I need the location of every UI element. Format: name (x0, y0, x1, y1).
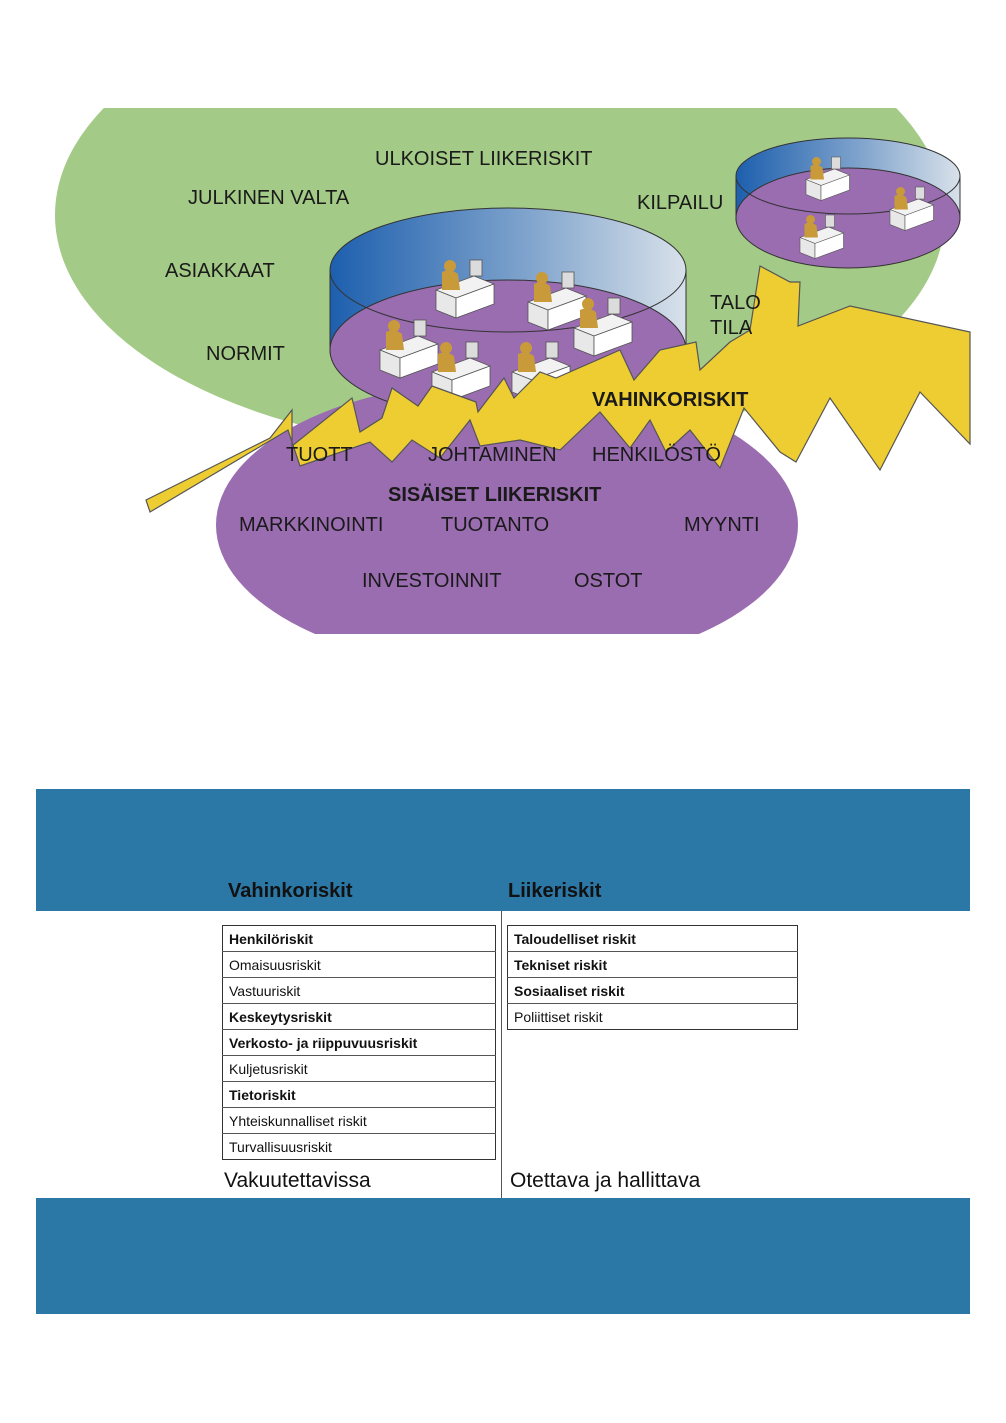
col1-footer: Vakuutettavissa (224, 1169, 371, 1192)
outer-label-julkinen-valta: JULKINEN VALTA (188, 187, 350, 209)
inner-label-markkinointi: MARKKINOINTI (239, 514, 383, 536)
bolt-label: VAHINKORISKIT (592, 389, 748, 411)
table-row: Henkilöriskit (223, 926, 496, 952)
inner-label-myynti: MYYNTI (684, 514, 760, 536)
risk-cell: Tekniset riskit (507, 951, 798, 978)
inner-label-tuotanto: TUOTANTO (441, 514, 549, 536)
inner-label-henkilosto: HENKILÖSTÖ (592, 444, 721, 466)
outer-label-tila: TILA (710, 317, 753, 339)
risk-cell: Henkilöriskit (229, 930, 314, 947)
risk-cell: Kuljetusriskit (222, 1055, 496, 1082)
risk-cell: Poliittiset riskit (507, 1003, 798, 1030)
inner-label-ostot: OSTOT (574, 570, 643, 592)
outer-label-talo: TALO (710, 292, 761, 314)
outer-risks-title: ULKOISET LIIKERISKIT (375, 148, 592, 170)
risk-cell: Taloudelliset riskit (514, 930, 636, 947)
inner-risks-title: SISÄISET LIIKERISKIT (388, 483, 601, 506)
table-row: Kuljetusriskit (222, 1055, 496, 1082)
table-row: Tietoriskit (222, 1081, 496, 1108)
risk-cell: Omaisuusriskit (222, 951, 496, 978)
damage-risk-bolt (145, 265, 971, 513)
column-divider (501, 911, 502, 1198)
table-row: Turvallisuusriskit (222, 1133, 496, 1160)
table-row: Verkosto- ja riippuvuusriskit (222, 1029, 496, 1056)
risk-cell: Sosiaaliset riskit (507, 977, 798, 1004)
header-band (36, 789, 970, 911)
col1-heading: Vahinkoriskit (228, 880, 353, 902)
inner-label-johtaminen: JOHTAMINEN (428, 444, 557, 466)
col2-heading: Liikeriskit (508, 880, 602, 902)
risk-diagram: ULKOISET LIIKERISKIT JULKINEN VALTA ASIA… (55, 108, 971, 634)
small-company-cylinder (735, 137, 961, 269)
inner-label-investoinnit: INVESTOINNIT (362, 570, 502, 592)
risk-cell: Verkosto- ja riippuvuusriskit (222, 1029, 496, 1056)
risk-cell: Turvallisuusriskit (222, 1133, 496, 1160)
table-row: Keskeytysriskit (222, 1003, 496, 1030)
risk-cell: Keskeytysriskit (222, 1003, 496, 1030)
table-row: Omaisuusriskit (222, 951, 496, 978)
inner-label-tuott: TUOTT (286, 444, 353, 466)
risk-cell: Yhteiskunnalliset riskit (222, 1107, 496, 1134)
table-row: Tekniset riskit (507, 951, 798, 978)
outer-label-normit: NORMIT (206, 343, 285, 365)
table-row: Yhteiskunnalliset riskit (222, 1107, 496, 1134)
col2-footer: Otettava ja hallittava (510, 1169, 701, 1192)
risk-cell: Vastuuriskit (222, 977, 496, 1004)
risk-cell: Tietoriskit (222, 1081, 496, 1108)
table-row: Sosiaaliset riskit (507, 977, 798, 1004)
table-row: Vastuuriskit (222, 977, 496, 1004)
footer-band (36, 1198, 970, 1314)
table-row: Poliittiset riskit (507, 1003, 798, 1030)
outer-label-kilpailu: KILPAILU (637, 192, 723, 214)
outer-label-asiakkaat: ASIAKKAAT (165, 260, 275, 282)
table-row: Taloudelliset riskit (508, 926, 798, 952)
